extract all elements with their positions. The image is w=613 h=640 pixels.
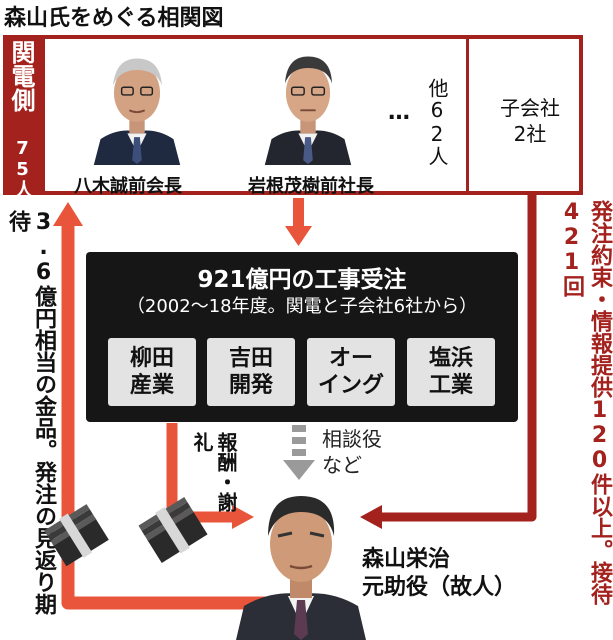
reward-label: 報酬・謝礼	[190, 432, 238, 512]
kanden-side-bar	[3, 35, 45, 195]
company-line: 吉田	[228, 346, 273, 371]
gold-gift-label: 3.6億円相当の金品。発注の見返り期待	[5, 210, 56, 615]
diagram-title: 森山氏をめぐる相関図	[4, 6, 224, 31]
company-yoshida: 吉田開発	[207, 338, 295, 406]
promise-arrowhead	[360, 505, 382, 529]
reward-arrowhead	[232, 505, 254, 529]
subsidiary-line1: 子会社	[500, 96, 560, 120]
yagi-name: 八木誠前会長	[74, 176, 182, 197]
moriyama-name-line2: 元助役（故人）	[362, 575, 517, 600]
money-bundle-icon	[138, 497, 208, 563]
moriyama-portrait	[236, 496, 366, 640]
company-line: 開発	[228, 373, 273, 398]
consult-dash-2	[292, 437, 306, 444]
order-arrow-shaft	[293, 198, 304, 228]
iwane-name: 岩根茂樹前社長	[248, 176, 374, 197]
company-yanagida: 柳田産業	[108, 338, 196, 406]
gift-arrow	[61, 222, 285, 610]
company-line: 塩浜	[428, 346, 473, 371]
consultant-label: 相談役など	[322, 427, 382, 477]
consult-arrowhead	[283, 460, 315, 480]
consult-dash-1	[292, 425, 306, 432]
order-subtitle: （2002～18年度。関電と子会社6社から）	[126, 296, 478, 317]
kanden-count: 75人	[12, 138, 33, 198]
subsidiary-line2: 2社	[513, 122, 547, 146]
money-bundle-icon	[44, 504, 109, 567]
company-oing: オーイング	[307, 338, 395, 406]
company-shiohama: 塩浜工業	[407, 338, 495, 406]
moriyama-name: 森山栄治 元助役（故人）	[362, 546, 516, 602]
others-ellipsis: …	[388, 100, 410, 125]
kanden-label: 関電側	[7, 40, 35, 112]
iwane-portrait	[264, 56, 352, 165]
promise-label: 発注約束・情報提供120件以上。接待421回	[559, 200, 612, 605]
company-line: 柳田	[129, 346, 174, 371]
gift-arrowhead	[53, 202, 83, 226]
subsidiary-box: 子会社 2社	[480, 95, 580, 147]
promise-arrow	[378, 195, 537, 522]
company-line: イング	[317, 373, 384, 398]
others-count: 他62人	[425, 78, 449, 166]
moriyama-name-line1: 森山栄治	[362, 547, 451, 572]
consult-dash-3	[292, 449, 306, 456]
yagi-portrait	[93, 58, 181, 165]
company-line: 産業	[129, 373, 174, 398]
order-arrowhead	[285, 226, 312, 246]
kanden-frame	[3, 35, 583, 195]
company-line: 工業	[428, 373, 473, 398]
company-line: オー	[328, 346, 373, 371]
order-title: 921億円の工事受注	[197, 267, 407, 293]
kanden-divider	[466, 35, 469, 195]
